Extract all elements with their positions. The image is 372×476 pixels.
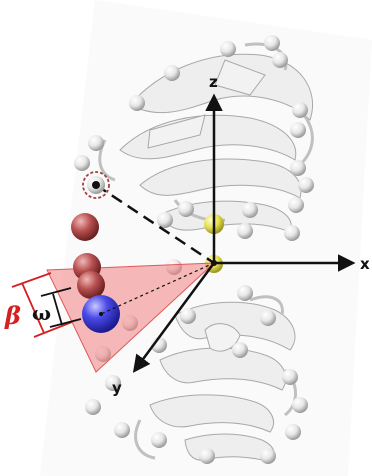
- tracked-bead-center: [99, 312, 103, 316]
- beta-label: β: [4, 301, 21, 330]
- circled-bead-ring: [82, 171, 110, 199]
- omega-bracket: [40, 287, 82, 328]
- dashed-vector: [95, 183, 215, 265]
- x-axis-label: x: [360, 255, 370, 273]
- y-axis-arrow: [132, 262, 216, 373]
- structure-frame: [40, 0, 372, 476]
- z-axis-label: z: [209, 73, 218, 91]
- omega-label: ω: [32, 301, 51, 325]
- origin-point: [211, 260, 217, 266]
- circled-bead-center: [92, 181, 100, 189]
- dotted-vector: [100, 262, 215, 315]
- y-axis-label: y: [112, 379, 122, 397]
- coordinate-axes: [132, 93, 356, 373]
- probe-beads: [71, 213, 105, 299]
- beta-bracket: [11, 272, 73, 338]
- lower-domain-ribbon: [149, 301, 296, 463]
